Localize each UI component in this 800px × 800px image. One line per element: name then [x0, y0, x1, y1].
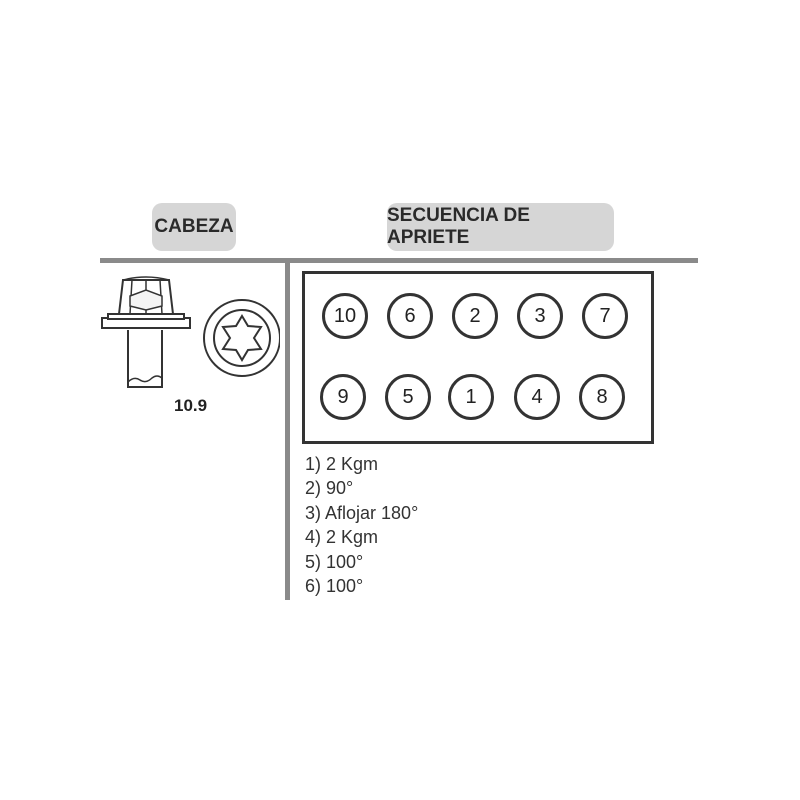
horizontal-divider — [100, 258, 698, 263]
tightening-step: 4) 2 Kgm — [305, 527, 379, 548]
tightening-steps-list: 1) 2 Kgm 2) 90° 3) Aflojar 180° 4) 2 Kgm… — [305, 452, 418, 598]
tightening-step: 6) 100° — [305, 576, 364, 597]
bolt-position: 4 — [514, 374, 560, 420]
bolt-position: 2 — [452, 293, 498, 339]
tightening-step: 3) Aflojar 180° — [305, 502, 419, 523]
tightening-step: 5) 100° — [305, 551, 364, 572]
bolt-position: 9 — [320, 374, 366, 420]
bolt-grade-label: 10.9 — [174, 396, 208, 415]
header-secuencia: SECUENCIA DE APRIETE — [387, 203, 614, 251]
header-cabeza: CABEZA — [152, 203, 236, 251]
bolt-position: 10 — [322, 293, 368, 339]
tightening-step: 1) 2 Kgm — [305, 454, 379, 474]
bolt-position: 8 — [579, 374, 625, 420]
bolt-position: 7 — [582, 293, 628, 339]
torx-socket-icon — [203, 299, 280, 377]
bolt-position: 1 — [448, 374, 494, 420]
tightening-pattern-box: 10 6 2 3 7 9 5 1 4 8 — [302, 271, 654, 444]
tightening-step: 2) 90° — [305, 478, 354, 499]
vertical-divider — [285, 262, 290, 600]
bolt-position: 6 — [387, 293, 433, 339]
flange-hex-bolt-icon — [101, 276, 191, 388]
bolt-position: 5 — [385, 374, 431, 420]
bolt-diagram — [101, 276, 280, 388]
bolt-position: 3 — [517, 293, 563, 339]
